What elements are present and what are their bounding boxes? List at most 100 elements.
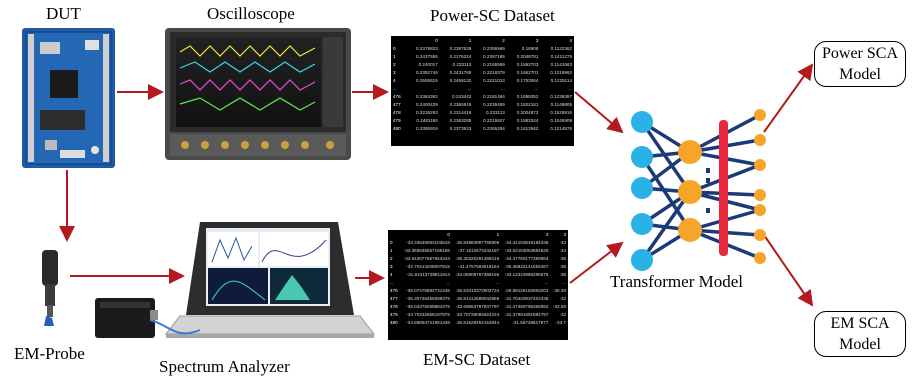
- table-row-index: 0: [390, 239, 393, 245]
- table-cell: 0.2226293: [416, 109, 438, 115]
- table-cell: 0.2181494: [483, 93, 505, 99]
- table-cell: 0.1862703: [516, 61, 539, 67]
- table-cell: -32.70413208007815: [406, 263, 450, 269]
- table-cell: 0.2363285: [449, 117, 472, 123]
- table-column-header: 3: [563, 231, 566, 237]
- table-row-index: 4: [393, 77, 396, 83]
- table-cell: -31.70420837402438: [504, 295, 549, 301]
- table-column-header: 3: [535, 37, 539, 43]
- table-row: 3-32.70413208007815-41.4757583618164-35.…: [388, 262, 568, 270]
- power-sca-model-line1: Power SCA: [821, 45, 898, 62]
- table-cell: -35: [559, 255, 566, 261]
- table-cell: 0.2239459: [483, 101, 505, 107]
- attention-bar: [719, 120, 728, 256]
- table-cell: -34.47760177359964: [504, 255, 549, 261]
- table-cell: ...: [467, 85, 472, 91]
- spectrum-analyzer-label: Spectrum Analyzer: [159, 357, 290, 376]
- table-cell: ...: [433, 85, 438, 91]
- table-row: 476-36.07476682731445-35.63313372802734-…: [388, 286, 568, 294]
- table-cell: 0.2004872: [516, 109, 539, 115]
- dut-label: DUT: [46, 4, 81, 23]
- table-row-index: 478: [393, 109, 401, 115]
- table-cell: -34.70332658197875: [406, 311, 450, 317]
- table-cell: 0.1753064: [516, 77, 539, 83]
- table-cell: 0.2265284: [483, 125, 505, 131]
- table-cell: -35: [559, 263, 566, 269]
- table-cell: ...: [534, 85, 539, 91]
- transformer-network: [631, 109, 766, 271]
- table-cell: 0.2215527: [483, 117, 505, 123]
- table-cell: 0.1411275: [550, 53, 572, 59]
- table-cell: 0.2431788: [449, 69, 472, 75]
- table-row-index: 476: [390, 287, 398, 293]
- table-cell: -35.30: [552, 287, 566, 293]
- table-cell: 0.1225114: [550, 77, 572, 83]
- table-cell: 0.1822181: [516, 101, 539, 107]
- table-cell: 0.233113: [486, 109, 505, 115]
- power-sca-model-line2: Model: [839, 66, 881, 83]
- transformer-model-label: Transformer Model: [610, 272, 743, 291]
- table-cell: ...: [446, 279, 450, 285]
- table-cell: 0.240017: [418, 61, 438, 67]
- table-cell: 0.2379823: [416, 45, 438, 51]
- table-cell: 0.243442: [452, 93, 472, 99]
- table-row-index: 1: [393, 53, 396, 59]
- table-column-header: 2: [545, 231, 549, 237]
- table-row: ...............: [388, 278, 568, 286]
- table-cell: 0.1149805: [550, 101, 572, 107]
- arrow-em-dataset-to-transformer: [569, 241, 624, 284]
- table-cell: -33.02153053864625: [504, 247, 549, 253]
- table-cell: -35.45822141555467: [504, 263, 549, 269]
- table-cell: -33: [559, 239, 566, 245]
- table-cell: -33.69663787847797: [455, 303, 500, 309]
- table-cell: 0.2395569: [483, 45, 505, 51]
- table-cell: ...: [501, 85, 505, 91]
- table-cell: -41.4757583618164: [458, 263, 500, 269]
- table-column-header: 2: [502, 37, 505, 43]
- table-row-index: 476: [393, 93, 401, 99]
- arrow-transformer-to-em-model: [763, 234, 814, 307]
- table-cell: 0.1122362: [550, 45, 572, 51]
- table-row-index: ...: [390, 279, 394, 285]
- table-cell: 0.2400439: [416, 101, 438, 107]
- table-row-index: 480: [390, 319, 398, 325]
- table-cell: ...: [568, 85, 572, 91]
- table-column-header: 1: [496, 231, 500, 237]
- table-cell: 0.2385919: [416, 125, 438, 131]
- table-cell: -33.368836557195156: [403, 247, 450, 253]
- table-cell: 0.2459132: [449, 77, 472, 83]
- table-cell: 0.2384362: [416, 93, 438, 99]
- table-cell: 0.2365919: [449, 101, 472, 107]
- em-dataset-label: EM-SC Dataset: [423, 350, 531, 369]
- arrow-power-dataset-to-transformer: [574, 91, 624, 134]
- table-row-index: ...: [393, 85, 397, 91]
- output-nodes: [754, 109, 766, 264]
- table-corner: [391, 36, 406, 44]
- table-cell: -31.91013739811914: [406, 271, 450, 277]
- table-row-index: 0: [393, 45, 396, 51]
- table-cell: 0.2165569: [483, 61, 505, 67]
- power-sca-model-box: Power SCA Model: [814, 41, 906, 87]
- table-row: ..................: [391, 84, 574, 92]
- table-row: 480-34.86854721991336-35.81629452154844-…: [388, 318, 568, 326]
- table-cell: -34: [559, 247, 566, 253]
- table-cell: -33.12323966296875: [504, 271, 549, 277]
- table-row: 2-33.643077667653344-35.30320291369219-3…: [388, 254, 568, 262]
- table-cell: -36.07476682731445: [406, 287, 450, 293]
- table-column-header: 0: [435, 37, 438, 43]
- table-cell: -31.37991691884797: [504, 311, 549, 317]
- table-row: 479-34.70332658197875-33.70739084624224-…: [388, 310, 568, 318]
- table-column-header: 0: [447, 231, 450, 237]
- table-column-header: 1: [468, 37, 472, 43]
- table-cell: 0.16906: [521, 45, 539, 51]
- table-row-index: 478: [390, 303, 398, 309]
- oscilloscope-image: [165, 28, 351, 160]
- table-row-index: 479: [390, 311, 398, 317]
